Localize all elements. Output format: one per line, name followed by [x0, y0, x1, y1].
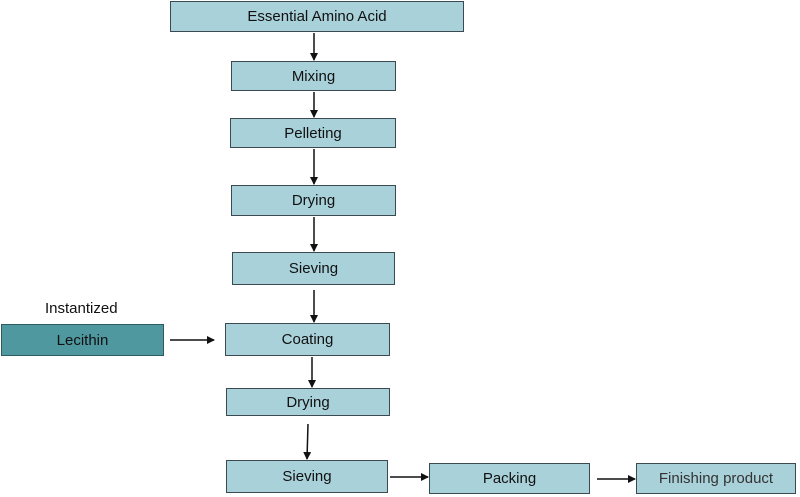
node-pelleting: Pelleting [230, 118, 396, 148]
node-packing: Packing [429, 463, 590, 494]
node-sieving-1: Sieving [232, 252, 395, 285]
node-mixing: Mixing [231, 61, 396, 91]
node-drying-2: Drying [226, 388, 390, 416]
node-finishing-product: Finishing product [636, 463, 796, 494]
node-coating: Coating [225, 323, 390, 356]
node-essential-amino-acid: Essential Amino Acid [170, 1, 464, 32]
arrow-drying-to-sieving-2 [303, 423, 312, 460]
node-lecithin: Lecithin [1, 324, 164, 356]
instantized-label: Instantized [45, 300, 118, 317]
node-drying-1: Drying [231, 185, 396, 216]
node-sieving-2: Sieving [226, 460, 388, 493]
